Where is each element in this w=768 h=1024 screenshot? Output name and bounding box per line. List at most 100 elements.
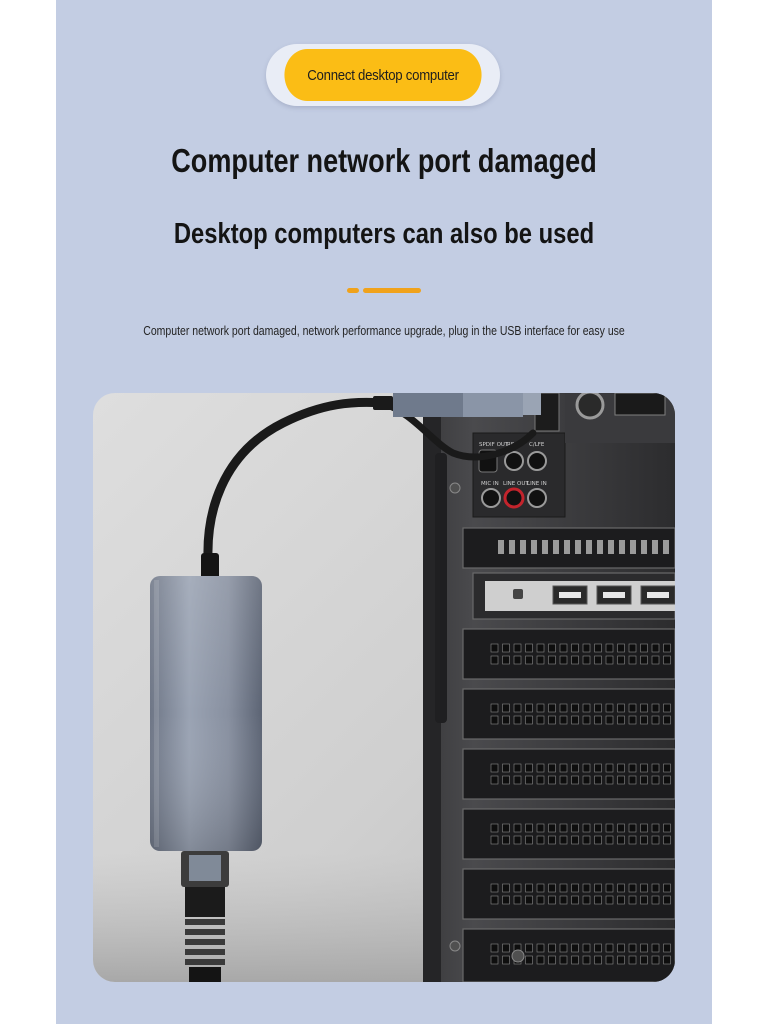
slot-vent-hole [536,703,545,713]
slot-vent-hole [525,775,533,785]
slot-vent-hole [663,883,671,893]
slot-vent-hole [594,775,602,785]
slot-vent-hole [640,703,648,713]
connect-badge: Connect desktop computer [266,44,500,106]
slot-vent-hole [548,823,556,833]
slot-vent-hole [651,883,660,893]
slot-vent-hole [490,643,499,653]
slot-vent-hole [605,955,614,965]
slot-vent-hole [617,643,625,653]
slot-vent-hole [502,895,510,905]
slot-vent-hole [628,775,637,785]
slot-vent-hole [559,835,568,845]
slot-vent-hole [525,883,533,893]
slot-vent-hole [582,835,591,845]
slot-vent-hole [559,943,568,953]
slot-vent-hole [628,643,637,653]
headline-primary: Computer network port damaged [171,142,597,179]
slot-vent-hole [605,775,614,785]
slot-vent-hole [628,703,637,713]
slot-vent-hole [490,703,499,713]
slot-vent-hole [663,823,671,833]
slot-vent-hole [663,955,671,965]
slot-vent-hole [490,895,499,905]
slot-vent-hole [525,895,533,905]
slot-vent-hole [617,955,625,965]
slot-vent-hole [640,643,648,653]
slot-vent-hole [605,823,614,833]
slot-vent-hole [663,643,671,653]
slot-vent-hole [582,763,591,773]
slot-vent-hole [490,883,499,893]
slot-vent-hole [559,703,568,713]
slot-vent-hole [640,655,648,665]
slot-vent-hole [513,835,522,845]
slot-vent-hole [502,763,510,773]
slot-vent-hole [594,835,602,845]
feature-caption: Computer network port damaged, network p… [143,324,625,338]
slot-vent-hole [571,823,579,833]
slot-vent-hole [502,883,510,893]
slot-vent-hole [628,835,637,845]
slot-vent-hole [663,835,671,845]
slot-vent-hole [513,655,522,665]
slot-vent-hole [582,703,591,713]
slot-vent-hole [640,835,648,845]
slot-vent-hole [663,775,671,785]
slot-vent-hole [617,775,625,785]
slot-vent-hole [548,883,556,893]
slot-vent-hole [525,703,533,713]
slot-vent-hole [525,655,533,665]
mic-label: MIC IN [481,481,499,487]
slot-vent-hole [513,775,522,785]
slot-vent-hole [536,883,545,893]
slot-vent-hole [571,775,579,785]
slot-vent-hole [617,763,625,773]
slot-vent-hole [548,895,556,905]
slot-vent-hole [536,775,545,785]
slot-vent-hole [640,883,648,893]
connect-desktop-button[interactable]: Connect desktop computer [284,49,482,101]
slot-vent-hole [640,955,648,965]
slot-vent-hole [594,943,602,953]
slot-vent-hole [513,715,522,725]
slot-vent-hole [536,955,545,965]
slot-vent-hole [651,703,660,713]
slot-vent-hole [617,823,625,833]
slot-vent-hole [571,643,579,653]
slot-vent-hole [651,835,660,845]
slot-vent-hole [502,643,510,653]
slot-vent-hole [490,715,499,725]
slot-vent-hole [651,943,660,953]
product-photo: SPDIF OUT REAR C/LFE MIC IN LINE OUT LIN… [93,393,675,982]
slot-vent-hole [525,823,533,833]
slot-vent-hole [571,955,579,965]
slot-vent-hole [594,763,602,773]
slot-vent-hole [640,895,648,905]
slot-vent-hole [525,835,533,845]
slot-vent-hole [605,655,614,665]
slot-vent-hole [559,823,568,833]
slot-vent-hole [628,823,637,833]
slot-vent-hole [663,943,671,953]
slot-vent-hole [628,763,637,773]
slot-vent-hole [525,643,533,653]
slot-vent-hole [490,655,499,665]
slot-vent-hole [559,775,568,785]
slot-vent-hole [594,715,602,725]
slot-vent-hole [548,763,556,773]
slot-vent-hole [605,715,614,725]
slot-vent-hole [502,715,510,725]
slot-vent-hole [490,775,499,785]
slot-vent-hole [605,883,614,893]
slot-vent-hole [628,955,637,965]
accent-dash-short [347,288,359,293]
slot-vent-hole [513,823,522,833]
slot-vent-hole [536,643,545,653]
slot-vent-hole [582,955,591,965]
line-in-label: LINE IN [527,481,547,487]
slot-vent-hole [617,943,625,953]
slot-vent-hole [640,823,648,833]
slot-vent-hole [559,643,568,653]
slot-vent-hole [651,955,660,965]
